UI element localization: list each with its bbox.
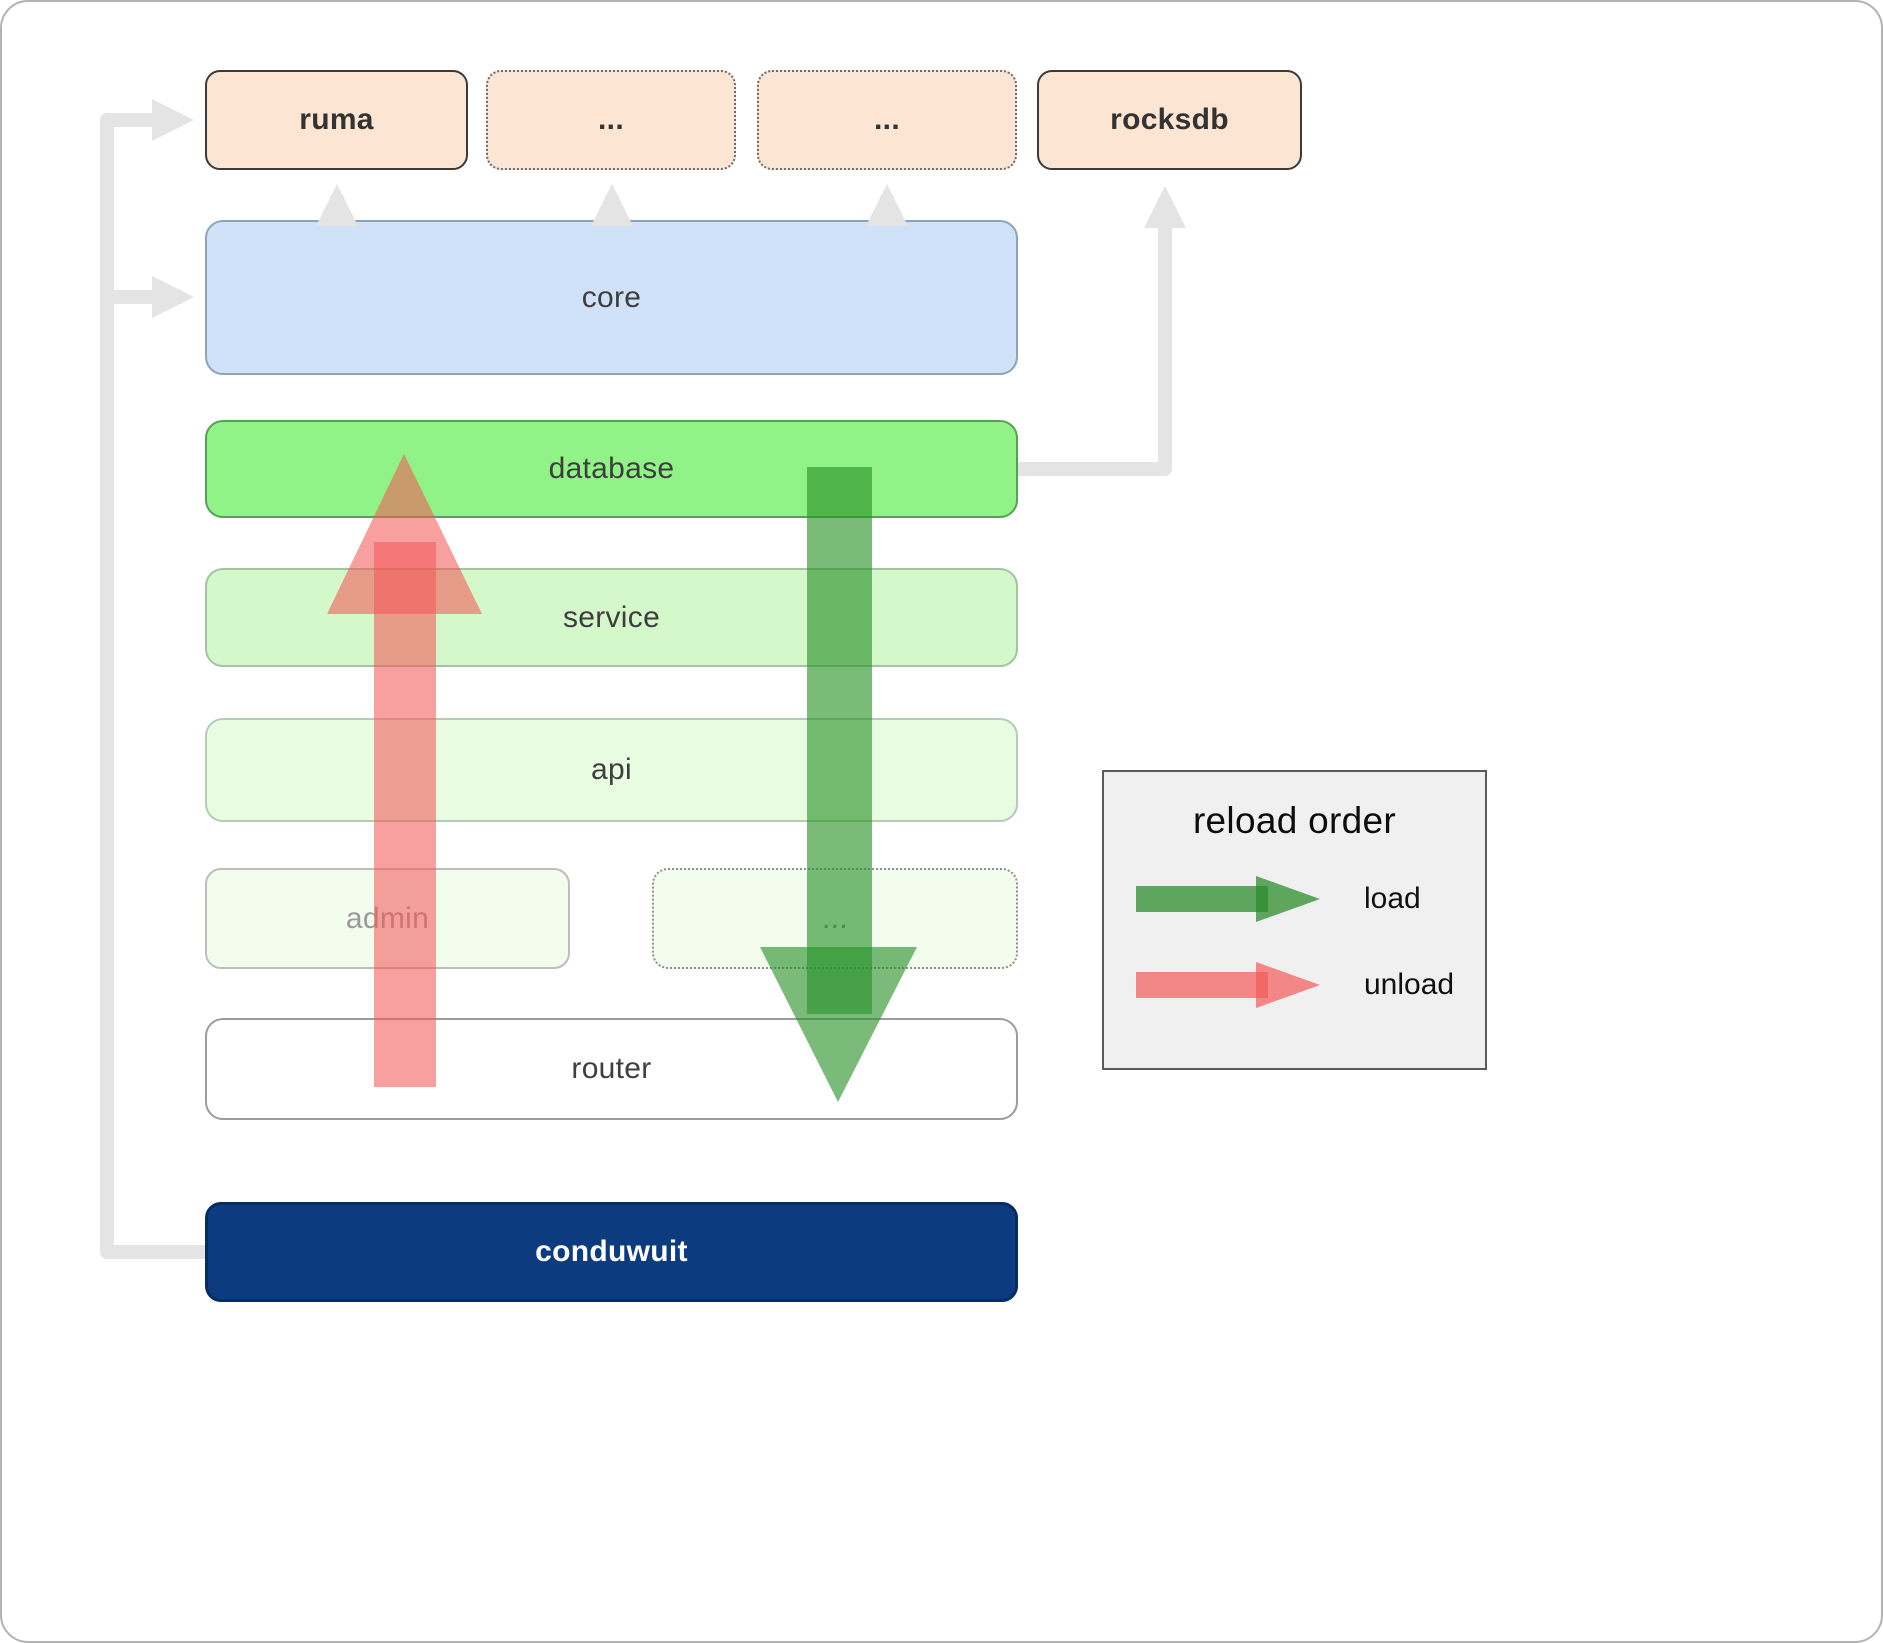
box-dependency-more-2: ... xyxy=(757,70,1017,170)
box-service: service xyxy=(205,568,1018,667)
legend-label-load: load xyxy=(1364,882,1421,915)
box-api: api xyxy=(205,718,1018,822)
legend-item-unload: unload xyxy=(1104,942,1485,1028)
legend-item-load: load xyxy=(1104,856,1485,942)
unload-arrow-icon xyxy=(1136,962,1320,1008)
box-core: core xyxy=(205,220,1018,375)
load-arrow-icon xyxy=(1136,876,1320,922)
legend: reload order load unload xyxy=(1102,770,1487,1070)
box-rocksdb: rocksdb xyxy=(1037,70,1302,170)
box-router: router xyxy=(205,1018,1018,1120)
legend-label-unload: unload xyxy=(1364,968,1455,1001)
box-ruma: ruma xyxy=(205,70,468,170)
box-database: database xyxy=(205,420,1018,518)
database-to-rocksdb-connector xyxy=(1018,186,1186,476)
box-admin: admin xyxy=(205,868,570,969)
conduwuit-to-ruma-connector xyxy=(100,99,205,1259)
legend-title: reload order xyxy=(1192,800,1397,841)
box-modules-more: ... xyxy=(652,868,1018,969)
box-dependency-more-1: ... xyxy=(486,70,736,170)
box-conduwuit: conduwuit xyxy=(205,1202,1018,1302)
